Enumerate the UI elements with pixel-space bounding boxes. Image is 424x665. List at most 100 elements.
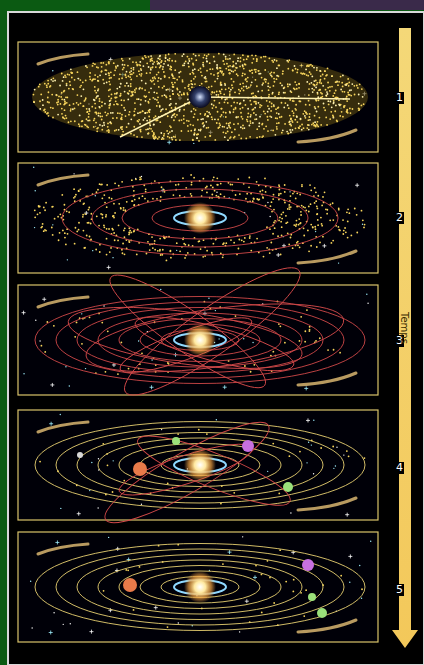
dust — [307, 230, 309, 232]
dust — [111, 93, 113, 95]
dust — [94, 74, 96, 76]
dust — [145, 95, 147, 97]
dust — [80, 85, 82, 87]
dust — [264, 178, 266, 180]
dust — [231, 184, 233, 186]
dust — [113, 232, 115, 234]
dust — [138, 119, 140, 121]
dust — [264, 79, 266, 81]
dust — [159, 250, 161, 252]
dust — [331, 75, 333, 77]
dust — [138, 98, 140, 100]
dust — [203, 239, 205, 241]
dust — [124, 85, 126, 87]
dust — [157, 138, 159, 140]
dust — [218, 53, 220, 55]
dust — [219, 122, 221, 124]
dust — [291, 110, 293, 112]
dust — [253, 197, 255, 199]
dust — [361, 210, 363, 212]
dust — [76, 102, 78, 104]
dust — [131, 200, 133, 202]
dust — [162, 87, 164, 89]
dust — [170, 66, 172, 68]
dust — [193, 108, 195, 110]
dust — [98, 106, 100, 108]
dust — [229, 73, 231, 75]
panel-frame — [18, 42, 378, 152]
dust — [217, 119, 219, 121]
dust — [68, 74, 70, 76]
dust — [265, 81, 267, 83]
dust — [233, 81, 235, 83]
dust — [158, 136, 160, 138]
dust — [66, 117, 68, 119]
dust — [202, 123, 204, 125]
star — [141, 176, 142, 177]
dust — [244, 63, 246, 65]
dust — [344, 227, 346, 229]
dust — [322, 74, 324, 76]
dust — [282, 73, 284, 75]
dust — [325, 94, 327, 96]
dust — [222, 60, 224, 62]
dust — [97, 76, 99, 78]
dust — [143, 184, 145, 186]
dust — [346, 111, 348, 113]
dust — [99, 100, 101, 102]
dust — [114, 93, 116, 95]
dust — [97, 80, 99, 82]
dust — [152, 247, 154, 249]
dust — [233, 54, 235, 56]
dust — [280, 254, 282, 256]
dust — [278, 93, 280, 95]
dust — [206, 60, 208, 62]
dust — [61, 194, 63, 196]
dust — [265, 79, 267, 81]
dust — [232, 61, 234, 63]
dust — [190, 174, 192, 176]
dust — [174, 136, 176, 138]
dust — [213, 105, 215, 107]
dust — [301, 184, 303, 186]
dust — [256, 238, 258, 240]
dust — [274, 227, 276, 229]
dust — [245, 138, 247, 140]
dust — [217, 75, 219, 77]
dust — [324, 109, 326, 111]
dust — [236, 117, 238, 119]
dust — [263, 56, 265, 58]
dust — [206, 192, 208, 194]
dust — [288, 121, 290, 123]
dust — [250, 193, 252, 195]
dust — [268, 108, 270, 110]
dust — [209, 62, 211, 64]
dust — [204, 54, 206, 56]
dust — [153, 83, 155, 85]
dust — [255, 79, 257, 81]
dust — [166, 260, 168, 262]
dust — [161, 138, 163, 140]
dust — [285, 222, 287, 224]
dust — [235, 67, 237, 69]
dust — [269, 252, 271, 254]
dust — [292, 70, 294, 72]
dust — [346, 109, 348, 111]
dust — [106, 238, 108, 240]
dust — [235, 63, 237, 65]
dust — [218, 72, 220, 74]
dust — [347, 237, 349, 239]
dust — [146, 120, 148, 122]
dust — [316, 213, 318, 215]
dust — [257, 70, 259, 72]
dust — [185, 187, 187, 189]
dust — [215, 195, 217, 197]
dust — [268, 57, 270, 59]
dust — [96, 96, 98, 98]
dust — [287, 232, 289, 234]
dust — [288, 204, 290, 206]
star — [39, 340, 40, 341]
dust — [273, 78, 275, 80]
dust — [129, 230, 131, 232]
star — [35, 190, 36, 191]
